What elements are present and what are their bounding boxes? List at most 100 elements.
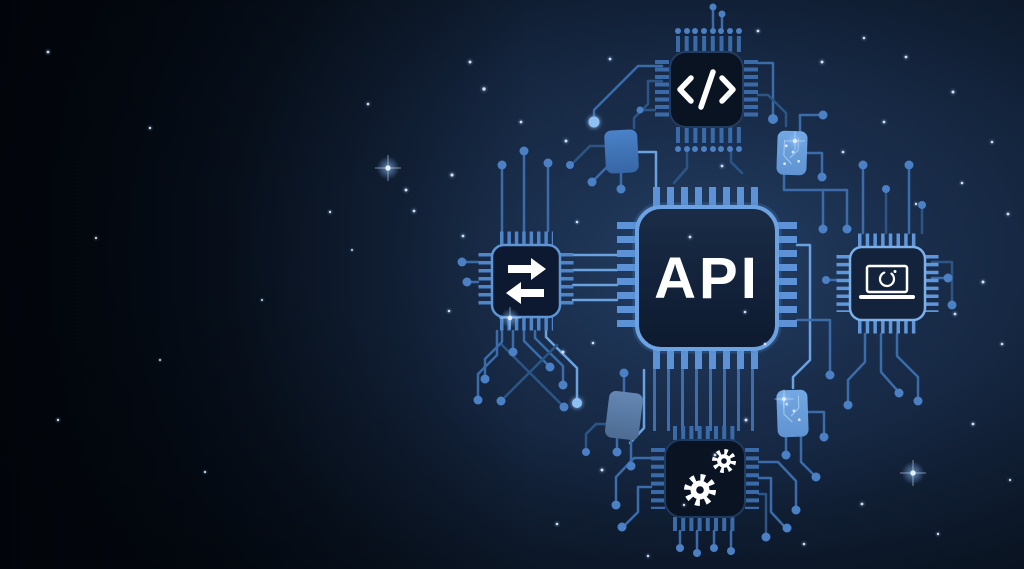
transfer-arrows-icon <box>506 258 546 304</box>
trace-node <box>761 532 771 542</box>
trace-node <box>566 161 574 169</box>
circuit-trace <box>672 146 689 185</box>
sparkle-core <box>261 299 263 301</box>
pattern-dot <box>792 409 796 413</box>
sparkle <box>968 419 978 429</box>
trace-node <box>701 146 707 152</box>
api-label: API <box>654 246 760 311</box>
trace-node <box>943 273 953 283</box>
trace-node <box>619 368 629 378</box>
sparkle-core <box>56 418 60 422</box>
trace-node <box>617 522 627 532</box>
sparkle-core <box>148 126 152 130</box>
sparkle-core <box>561 350 565 354</box>
sparkle <box>401 185 411 195</box>
trace-node <box>882 185 890 193</box>
sparkle-core <box>159 359 161 361</box>
trace-node <box>710 146 716 152</box>
trace-node <box>727 28 733 34</box>
sparkle-core <box>904 55 908 59</box>
sparkle-core <box>447 309 451 313</box>
sparkle <box>458 231 468 241</box>
trace-node <box>727 547 735 555</box>
code-slash <box>698 69 716 110</box>
trace-node <box>782 523 792 533</box>
sparkle <box>800 540 808 548</box>
sparkle-core <box>1000 342 1004 346</box>
sparkle-core <box>412 209 416 213</box>
sparkle <box>644 552 652 560</box>
trace-node <box>710 544 718 552</box>
trace-node <box>675 28 681 34</box>
trace-node <box>817 172 827 182</box>
sparkle-core <box>555 522 559 526</box>
sparkle-core <box>600 468 604 472</box>
circuit-trace <box>799 435 815 476</box>
sparkle-core <box>203 470 207 474</box>
circuit-trace <box>930 260 954 302</box>
trace-node <box>718 28 724 34</box>
trace-node <box>545 362 555 372</box>
gear-large-teeth <box>684 474 716 506</box>
trace-node <box>718 146 724 152</box>
sparkle <box>445 307 453 315</box>
sparkle <box>857 499 867 509</box>
sparkle <box>817 57 827 67</box>
sparkle-core <box>646 554 650 558</box>
circuit-trace <box>593 165 609 181</box>
sparkle-core <box>94 236 98 240</box>
sparkle-bright <box>774 389 794 409</box>
pattern-line <box>783 139 792 165</box>
trace-node <box>616 184 626 194</box>
trace-node <box>611 500 621 510</box>
trace-node <box>825 370 835 380</box>
sparkle-core <box>756 29 760 33</box>
sparkle <box>753 26 763 36</box>
trace-node <box>791 505 801 515</box>
sparkle-core <box>366 102 370 106</box>
sparkle <box>605 54 615 64</box>
arrow-right <box>508 258 546 280</box>
sparkle <box>558 347 568 357</box>
circuit-trace <box>782 173 849 226</box>
circuit-trace <box>483 329 504 376</box>
trace-node <box>913 396 923 406</box>
trace-node <box>818 224 828 234</box>
pattern-dot <box>783 162 787 166</box>
sparkle <box>54 416 62 424</box>
sparkle-bright <box>785 131 805 151</box>
chip-code <box>669 51 744 128</box>
sparkle-core <box>519 120 523 124</box>
trace-node <box>684 28 690 34</box>
sparkle <box>201 468 209 476</box>
sparkle-core <box>351 249 353 251</box>
sparkle-core <box>468 60 472 64</box>
chip-api: API <box>632 202 782 354</box>
circuit-traces <box>464 8 954 550</box>
pattern-line <box>790 395 800 417</box>
circuit-trace <box>757 460 798 507</box>
chip-transfer <box>490 243 562 319</box>
trace-node <box>612 447 622 457</box>
sparkle <box>92 234 100 242</box>
sparkle <box>43 47 53 57</box>
sparkle-core <box>971 422 975 426</box>
sparkle-bright <box>900 460 926 486</box>
sparkle <box>465 57 475 67</box>
sparkle <box>516 117 526 127</box>
sparkle <box>879 117 889 127</box>
trace-node <box>508 347 518 357</box>
sparkle <box>724 92 732 100</box>
sparkle <box>860 34 868 42</box>
sparkle <box>409 206 419 216</box>
sparkle <box>680 501 688 509</box>
trace-node <box>558 380 568 390</box>
sparkle-core <box>688 235 692 239</box>
circuit-trace <box>636 150 658 198</box>
sparkle <box>958 179 966 187</box>
sparkle-core <box>404 188 408 192</box>
connector-square <box>605 390 643 441</box>
circuit-trace <box>806 410 826 434</box>
arrow-left <box>506 282 544 304</box>
